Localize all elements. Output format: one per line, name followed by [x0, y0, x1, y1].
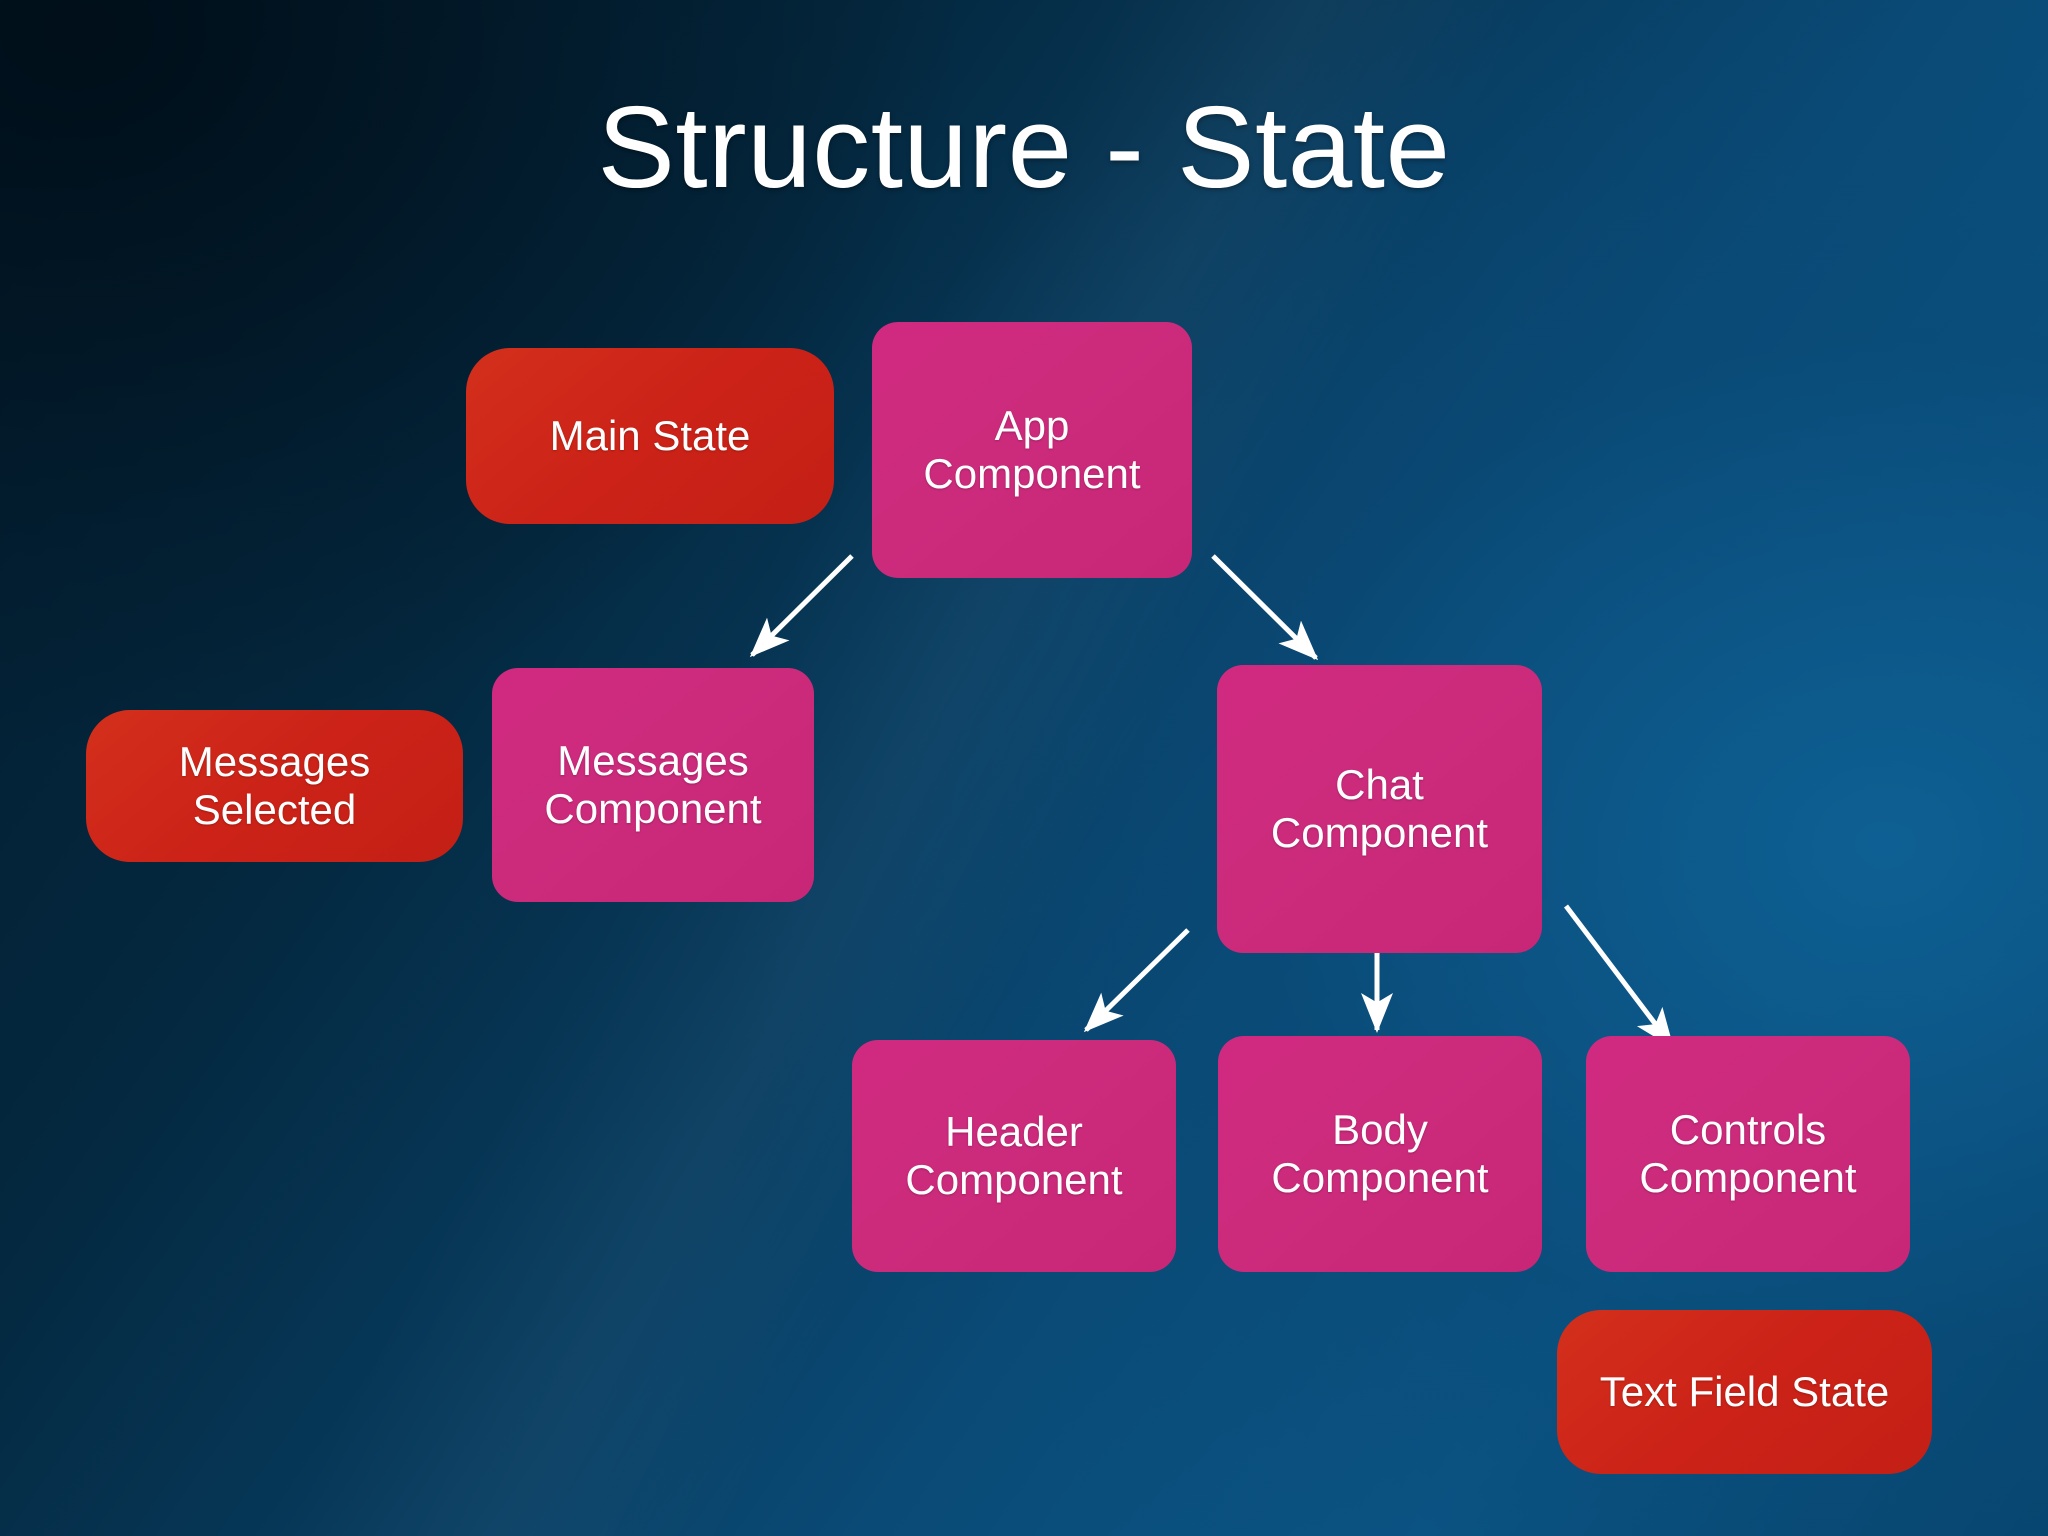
- node-label: Body Component: [1271, 1105, 1489, 1201]
- arrow-chat-to-controls: [1564, 904, 1674, 1049]
- node-label: Header Component: [905, 1107, 1123, 1203]
- node-messages-selected[interactable]: Messages Selected: [86, 710, 463, 862]
- node-text-field-state[interactable]: Text Field State: [1557, 1310, 1932, 1474]
- node-app-component[interactable]: App Component: [872, 322, 1192, 578]
- node-label: Chat Component: [1270, 760, 1489, 856]
- node-controls-component[interactable]: Controls Component: [1586, 1036, 1910, 1272]
- node-chat-component[interactable]: Chat Component: [1217, 665, 1542, 953]
- slide-title: Structure - State: [597, 82, 1451, 212]
- arrow-app-to-chat: [1211, 554, 1319, 661]
- node-label: Text Field State: [1599, 1367, 1890, 1415]
- node-main-state[interactable]: Main State: [466, 348, 834, 524]
- arrow-chat-to-header: [1083, 928, 1190, 1033]
- node-body-component[interactable]: Body Component: [1218, 1036, 1542, 1272]
- arrow-app-to-messages: [749, 554, 854, 658]
- node-label: Main State: [549, 411, 751, 459]
- node-header-component[interactable]: Header Component: [852, 1040, 1176, 1272]
- node-messages-component[interactable]: Messages Component: [492, 668, 814, 902]
- node-label: Messages Selected: [178, 737, 371, 833]
- node-label: Controls Component: [1639, 1105, 1857, 1201]
- node-label: App Component: [923, 401, 1141, 497]
- node-label: Messages Component: [544, 736, 762, 832]
